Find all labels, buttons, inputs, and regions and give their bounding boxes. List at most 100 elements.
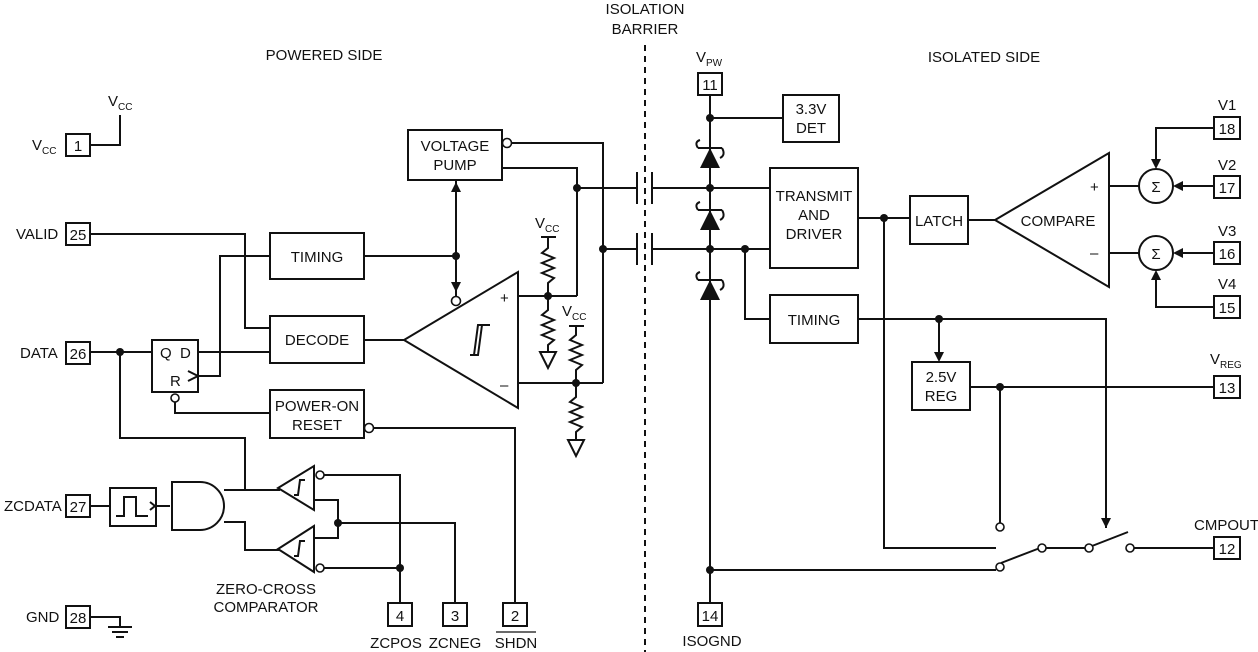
timing-pump-junction xyxy=(452,252,460,260)
ground-r2 xyxy=(538,351,558,371)
gnd-pin-number: 28 xyxy=(70,610,87,627)
voltage-pump-block xyxy=(407,129,503,181)
v3-arrow xyxy=(1173,248,1183,258)
cmp-feed-wire xyxy=(883,218,992,549)
v1-pin-number: 18 xyxy=(1219,121,1236,138)
vcc-r1-label: VCC xyxy=(535,215,559,235)
sum-2-sigma: Σ xyxy=(1151,246,1160,263)
decode-label: DECODE xyxy=(285,332,349,349)
data-pin-label: DATA xyxy=(20,345,58,362)
timing-right-out-wire xyxy=(858,318,1107,528)
cmpout-pin-label: CMPOUT xyxy=(1194,517,1258,534)
receive-comparator xyxy=(402,270,519,410)
pump-out2-wire xyxy=(502,167,578,287)
v2-pin-label: V2 xyxy=(1218,157,1236,174)
latch-block xyxy=(909,195,969,245)
timing-right-in-wire xyxy=(744,249,770,320)
shdn-pin-label: SHDN xyxy=(495,635,538,652)
zener-3-bar xyxy=(695,271,725,291)
ff-q-label: Q xyxy=(160,345,172,362)
shdn-wire xyxy=(373,427,516,603)
data-pin-number: 26 xyxy=(70,346,87,363)
comp-enable-bubble xyxy=(450,295,462,307)
pump-label-2: PUMP xyxy=(433,157,476,174)
rx-comp-minus: – xyxy=(500,377,509,394)
zcneg-wire xyxy=(338,522,456,603)
zcneg-pin-number: 3 xyxy=(451,608,459,625)
timing-left-label: TIMING xyxy=(291,249,344,266)
zc-comparator-1 xyxy=(276,464,315,512)
pump-label-1: VOLTAGE xyxy=(421,138,490,155)
v2-pin-number: 17 xyxy=(1219,180,1236,197)
cap1-junction xyxy=(706,184,714,192)
zc2-hyst-icon xyxy=(294,540,305,557)
v3-pin-label: V3 xyxy=(1218,223,1236,240)
zcpos-pin-box xyxy=(387,602,413,627)
vcc-pin-label: VCC xyxy=(32,137,56,157)
sum-1-sigma: Σ xyxy=(1151,179,1160,196)
ff-reset-bubble xyxy=(170,393,180,403)
zcneg-pin-box xyxy=(442,602,468,627)
isolated-side-header: ISOLATED SIDE xyxy=(928,49,1040,66)
switch2-blade xyxy=(1091,531,1129,547)
reg-label-1: 2.5V xyxy=(926,369,957,386)
por-label-2: RESET xyxy=(292,417,342,434)
zc1-bubble xyxy=(315,470,325,480)
transmit-label-2: AND xyxy=(798,207,830,224)
pump-bubble xyxy=(501,137,513,149)
pump-out1-wire xyxy=(511,142,604,249)
vcc-wire xyxy=(90,115,121,146)
zener-3 xyxy=(700,280,720,300)
ff-clock-wire xyxy=(198,255,270,377)
transmit-label-3: DRIVER xyxy=(786,226,843,243)
and-in2-wire xyxy=(224,521,280,551)
vpw-pin-number: 11 xyxy=(702,77,718,94)
resistor-r2 xyxy=(539,296,557,352)
pulse-block xyxy=(109,487,157,527)
vreg-pin-number: 13 xyxy=(1219,380,1236,397)
switch-contact-2b xyxy=(1125,543,1135,553)
reg-label-2: REG xyxy=(925,388,958,405)
v4-pin-number: 15 xyxy=(1219,300,1236,317)
powered-side-header: POWERED SIDE xyxy=(266,47,383,64)
v1-wire xyxy=(1155,127,1214,164)
v4-arrow xyxy=(1151,270,1161,280)
zc1-hyst-icon xyxy=(294,479,305,496)
timing-right-label: TIMING xyxy=(788,312,841,329)
isolation-header-line2: BARRIER xyxy=(612,21,679,38)
zc2-bubble xyxy=(315,563,325,573)
vreg-pin-label: VREG xyxy=(1210,351,1242,371)
zener-1 xyxy=(700,148,720,168)
vcc-r3-label: VCC xyxy=(562,303,586,323)
v2-arrow xyxy=(1173,181,1183,191)
switch1-blade xyxy=(1000,547,1041,564)
isognd-pin-number: 14 xyxy=(702,608,719,625)
zcdata-pin-label: ZCDATA xyxy=(4,498,62,515)
valid-pin-label: VALID xyxy=(16,226,58,243)
flip-flop xyxy=(151,339,199,393)
pulse-icon xyxy=(116,496,148,517)
switch-contact-isognd xyxy=(995,562,1005,572)
switch-contact-mid xyxy=(1037,543,1047,553)
ff-r-label: R xyxy=(170,373,181,390)
v1-pin-label: V1 xyxy=(1218,97,1236,114)
vcc-pin-number: 1 xyxy=(74,138,82,155)
power-on-reset-block xyxy=(269,389,365,439)
transmit-driver-block xyxy=(769,167,859,269)
v4-wire xyxy=(1155,276,1214,308)
compare-label: COMPARE xyxy=(1021,213,1096,230)
zc1-in-wire xyxy=(314,499,339,523)
cap2-junction xyxy=(706,245,714,253)
v4-pin-label: V4 xyxy=(1218,276,1236,293)
isolation-header-line1: ISOLATION xyxy=(606,1,685,18)
zcpos-wire xyxy=(324,474,401,603)
valid-pin-number: 25 xyxy=(70,227,87,244)
vcc-top-label: VCC xyxy=(108,93,132,113)
ff-reset-wire xyxy=(174,402,270,414)
latch-label: LATCH xyxy=(915,213,963,230)
switch-contact-vreg xyxy=(995,522,1005,532)
zener-1-bar xyxy=(695,139,725,159)
det-label-1: 3.3V xyxy=(796,101,827,118)
v3-pin-number: 16 xyxy=(1219,246,1236,263)
pulse-arrow xyxy=(149,501,157,511)
